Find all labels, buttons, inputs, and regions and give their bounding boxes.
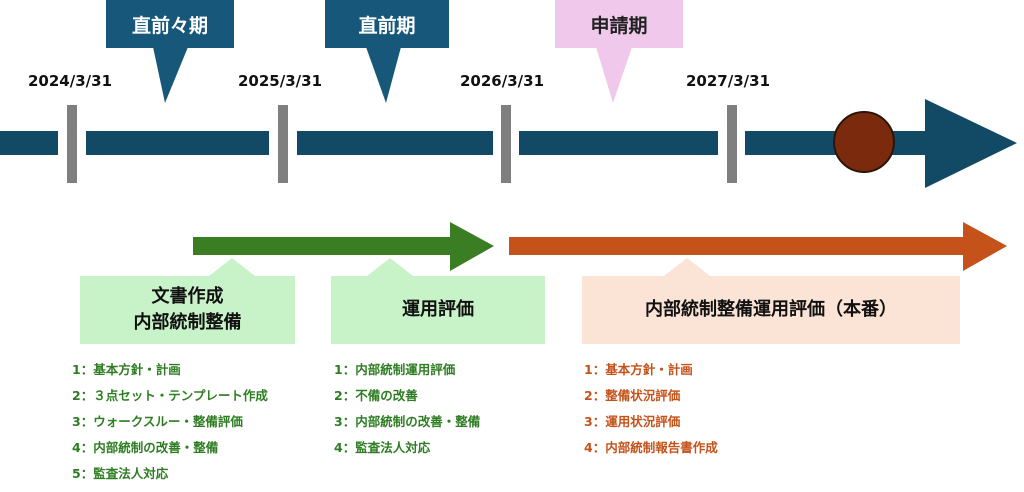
phase2-title: 運用評価: [402, 299, 474, 320]
period-label-application: 申請期: [590, 15, 648, 37]
callout-pre-previous-period: [106, 0, 234, 103]
phase1-title-line2: 内部統制整備: [133, 312, 242, 333]
phase2-box: [331, 258, 545, 344]
phase2-step-2: 2：不備の改善: [334, 388, 418, 403]
timeline-bar: [0, 99, 1017, 188]
phase1-arrow: [193, 222, 494, 271]
period-label-pre-previous: 直前々期: [131, 15, 208, 37]
phase1-title: 文書作成 内部統制整備: [80, 284, 295, 336]
phase3-step-list: 1：基本方針・計画 2：整備状況評価 3：運用状況評価 4：内部統制報告書作成: [584, 357, 718, 461]
timeline-arrowhead: [925, 99, 1017, 188]
phase2-step-1: 1：内部統制運用評価: [334, 362, 456, 377]
date-label-2027: 2027/3/31: [686, 72, 771, 90]
phase2-step-list: 1：内部統制運用評価 2：不備の改善 3：内部統制の改善・整備 4：監査法人対応: [334, 357, 480, 461]
phase1-title-line1: 文書作成: [151, 286, 224, 307]
phase1-step-5: 5：監査法人対応: [72, 466, 169, 481]
phase3-arrow: [509, 222, 1007, 271]
tick-2025: [278, 105, 288, 183]
phase1-box: [80, 258, 295, 344]
phase1-step-list: 1：基本方針・計画 2：３点セット・テンプレート作成 3：ウォークスルー・整備評…: [72, 357, 268, 487]
phase1-step-3: 3：ウォークスルー・整備評価: [72, 414, 243, 429]
phase3-step-3: 3：運用状況評価: [584, 414, 681, 429]
phase3-step-4: 4：内部統制報告書作成: [584, 440, 718, 455]
date-label-2026: 2026/3/31: [460, 72, 545, 90]
current-position-marker: [833, 111, 895, 173]
phase2-step-4: 4：監査法人対応: [334, 440, 431, 455]
callout-previous-period: [325, 0, 449, 103]
phase3-step-1: 1：基本方針・計画: [584, 362, 693, 377]
tick-2024: [67, 105, 77, 183]
phase3-title: 内部統制整備運用評価（本番）: [645, 299, 897, 320]
phase2-step-3: 3：内部統制の改善・整備: [334, 414, 481, 429]
timeline-ticks: [67, 105, 737, 183]
tick-2026: [501, 105, 511, 183]
phase3-step-2: 2：整備状況評価: [584, 388, 681, 403]
phase1-step-2: 2：３点セット・テンプレート作成: [72, 388, 268, 403]
date-label-2025: 2025/3/31: [238, 72, 323, 90]
phase1-step-1: 1：基本方針・計画: [72, 362, 181, 377]
callout-application-period: [555, 0, 683, 103]
period-label-previous: 直前期: [358, 15, 416, 37]
tick-2027: [727, 105, 737, 183]
date-label-2024: 2024/3/31: [28, 72, 113, 90]
phase1-step-4: 4：内部統制の改善・整備: [72, 440, 219, 455]
phase3-box: [582, 258, 960, 344]
